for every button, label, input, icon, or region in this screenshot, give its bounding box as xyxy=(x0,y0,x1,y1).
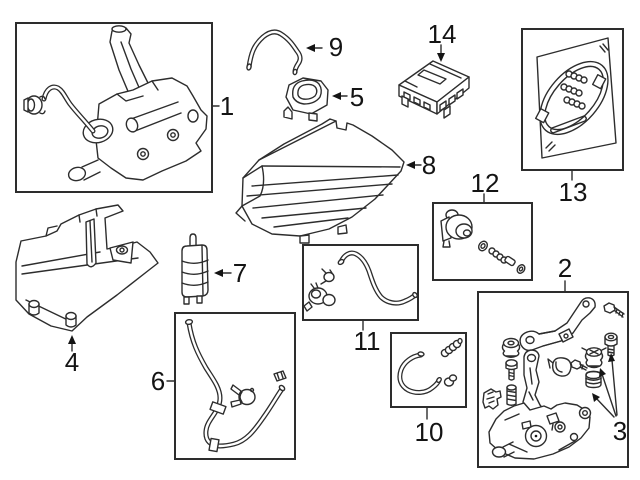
callout-3-arrowhead xyxy=(599,368,606,377)
parts-bag xyxy=(536,37,617,159)
part-14-control-module xyxy=(398,60,470,119)
part-12-valve-kit xyxy=(432,202,533,281)
socket-bolt xyxy=(604,332,618,357)
small-bolt xyxy=(570,359,588,371)
small-clip xyxy=(273,370,287,382)
part-11-frame xyxy=(302,244,419,321)
part-1-pump-assembly xyxy=(15,22,213,193)
part-9-tube xyxy=(246,29,303,76)
part-6-hose xyxy=(174,312,296,460)
callout-7: 7 xyxy=(233,258,247,288)
part-2-bracket-assembly: 3 xyxy=(477,291,629,468)
callout-14: 14 xyxy=(428,19,457,49)
callout-5-arrowhead xyxy=(332,92,341,100)
callout-6: 6 xyxy=(151,366,165,396)
part-4-bracket xyxy=(15,204,159,332)
spring-coils xyxy=(560,70,588,110)
spring-clamp xyxy=(230,384,256,408)
callout-3-arrowhead xyxy=(608,353,615,362)
plunger xyxy=(504,255,516,267)
callout-11: 11 xyxy=(354,326,381,356)
callout-4-arrowhead xyxy=(68,335,76,344)
barbed-fitting xyxy=(440,337,463,358)
callout-5: 5 xyxy=(350,82,364,112)
threaded-stud xyxy=(506,384,517,406)
part-8-cover xyxy=(235,118,405,244)
part-7-valve xyxy=(181,233,209,305)
callout-9-arrowhead xyxy=(306,44,315,52)
o-ring xyxy=(516,264,526,274)
small-connector xyxy=(443,374,458,387)
hose-clamp-band xyxy=(209,401,227,415)
callout-3-arrowhead xyxy=(592,393,600,402)
part-12-frame xyxy=(432,202,533,281)
callout-3: 3 xyxy=(613,416,627,446)
hex-bolt xyxy=(603,302,625,318)
rubber-mount xyxy=(581,347,607,369)
part-13-frame xyxy=(521,28,624,171)
callout-7-arrowhead xyxy=(214,269,223,277)
part-5-sensor xyxy=(283,77,329,122)
retainer-clip xyxy=(482,388,502,410)
bushing xyxy=(585,370,602,389)
part-6-frame xyxy=(174,312,296,460)
callout-2: 2 xyxy=(558,253,572,283)
callout-9: 9 xyxy=(329,32,343,62)
callout-10: 10 xyxy=(415,417,444,447)
part-2-frame xyxy=(477,291,629,468)
callout-3-leaders xyxy=(595,359,618,418)
part-1-frame xyxy=(15,22,213,193)
callout-13: 13 xyxy=(559,177,588,207)
grommet xyxy=(501,337,521,358)
hose-clamp-band xyxy=(208,437,220,453)
o-ring xyxy=(477,240,489,252)
cup-seal xyxy=(547,357,572,377)
callout-14-arrowhead xyxy=(437,53,445,62)
part-11-hose-valve xyxy=(302,244,419,321)
check-valve xyxy=(303,282,336,312)
part-10-frame xyxy=(390,332,467,408)
part-13-seal-kit xyxy=(521,28,624,171)
part-10-hose-kit xyxy=(390,332,467,408)
hose-clamp xyxy=(323,271,335,283)
callout-8: 8 xyxy=(422,150,436,180)
callout-8-arrowhead xyxy=(406,161,415,169)
bolt xyxy=(505,359,518,381)
straight-tube xyxy=(550,115,587,134)
callout-1: 1 xyxy=(220,91,234,121)
callout-4: 4 xyxy=(65,347,79,377)
callout-12: 12 xyxy=(471,168,500,198)
